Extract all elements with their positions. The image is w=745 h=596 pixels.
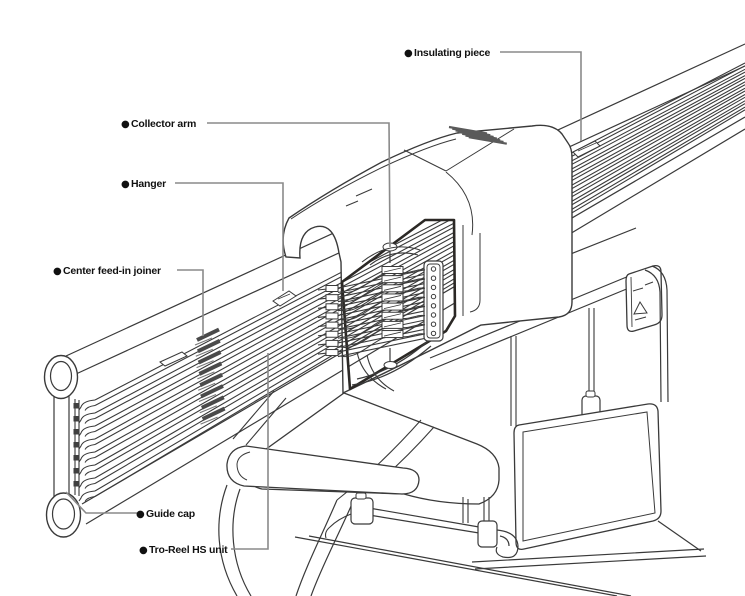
hanging-frame-inner xyxy=(522,411,656,542)
collector-arm-assembly xyxy=(317,242,444,392)
terminal-block-contacts xyxy=(430,266,437,337)
vent-grille-icon xyxy=(448,125,507,145)
trolley-lower-arm xyxy=(226,390,500,505)
bracket-wire xyxy=(644,265,669,403)
center-feed-in-joiner xyxy=(159,327,227,427)
cover-detail-lines xyxy=(290,128,515,316)
collector-shaft-base xyxy=(383,361,398,369)
hanger-clip xyxy=(272,290,297,307)
cover-opening-outline xyxy=(340,218,457,391)
bar-clamp-wire xyxy=(324,513,352,539)
label-hanger: Hanger xyxy=(131,178,166,190)
hanger-rod-left xyxy=(510,336,517,426)
diagonal-tube xyxy=(294,535,632,596)
guide-cap xyxy=(43,354,96,538)
short-rod-right xyxy=(483,497,490,521)
label-collector-arm: Collector arm xyxy=(131,118,196,130)
label-plate-marks xyxy=(632,281,654,321)
bullet-icon: ● xyxy=(136,509,145,520)
trolley-cover xyxy=(282,124,573,395)
frame-front-tube xyxy=(471,520,707,570)
hanger-beam xyxy=(429,227,663,371)
leader-lines xyxy=(65,51,582,550)
hanging-frame xyxy=(513,403,662,550)
terminal-block-inner xyxy=(426,263,441,339)
support-frame-assembly xyxy=(471,265,707,570)
guide-cap-bottom-ring-inner xyxy=(51,498,76,530)
bullet-icon: ● xyxy=(121,119,130,130)
leader-hanger xyxy=(175,182,284,291)
leader-center-feed-in-joiner xyxy=(177,269,204,336)
collector-bottom-cables xyxy=(356,351,395,392)
insulating-piece-part xyxy=(572,140,601,158)
hook-clamp xyxy=(477,520,498,548)
leader-guide-cap xyxy=(65,491,137,514)
bar-clamp xyxy=(350,497,374,525)
arm-capsule xyxy=(226,445,420,495)
guide-cap-plate-ticks xyxy=(73,403,80,487)
bullet-icon: ● xyxy=(121,179,130,190)
bar-clamp-nub xyxy=(355,492,367,500)
bullet-icon: ● xyxy=(53,266,62,277)
bullet-icon: ● xyxy=(404,48,413,59)
warning-triangle-icon xyxy=(633,300,648,315)
leader-collector-arm xyxy=(207,122,391,248)
leader-insulating-piece xyxy=(500,51,582,141)
leader-tro-reel-hs-unit xyxy=(231,353,269,550)
swing-arm-curves-left xyxy=(218,484,252,596)
arm-rail-link xyxy=(232,390,287,446)
guide-cap-hooks xyxy=(78,399,96,503)
short-rod-left xyxy=(462,497,469,523)
label-insulating-piece: Insulating piece xyxy=(414,47,491,59)
labels: ● Insulating piece ● Collector arm ● Han… xyxy=(53,47,491,556)
label-center-feed-in-joiner: Center feed-in joiner xyxy=(63,265,161,277)
guide-cap-top-ring-inner xyxy=(49,360,73,392)
lower-links xyxy=(218,484,632,596)
rod-clamp-right-nub xyxy=(585,390,596,398)
hook-curl xyxy=(495,529,519,559)
collector-terminal-block xyxy=(423,260,444,342)
bullet-icon: ● xyxy=(139,545,148,556)
guide-cap-bar xyxy=(53,391,70,499)
hanger-rod-right xyxy=(588,308,595,396)
label-tro-reel-hs-unit: Tro-Reel HS unit xyxy=(149,544,228,556)
arm-capsule-inner xyxy=(236,451,251,481)
collector-top-cables xyxy=(361,246,421,266)
joiner-top-tab xyxy=(159,351,188,367)
label-guide-cap: Guide cap xyxy=(146,508,195,520)
swing-arm-curves-center xyxy=(295,499,353,596)
